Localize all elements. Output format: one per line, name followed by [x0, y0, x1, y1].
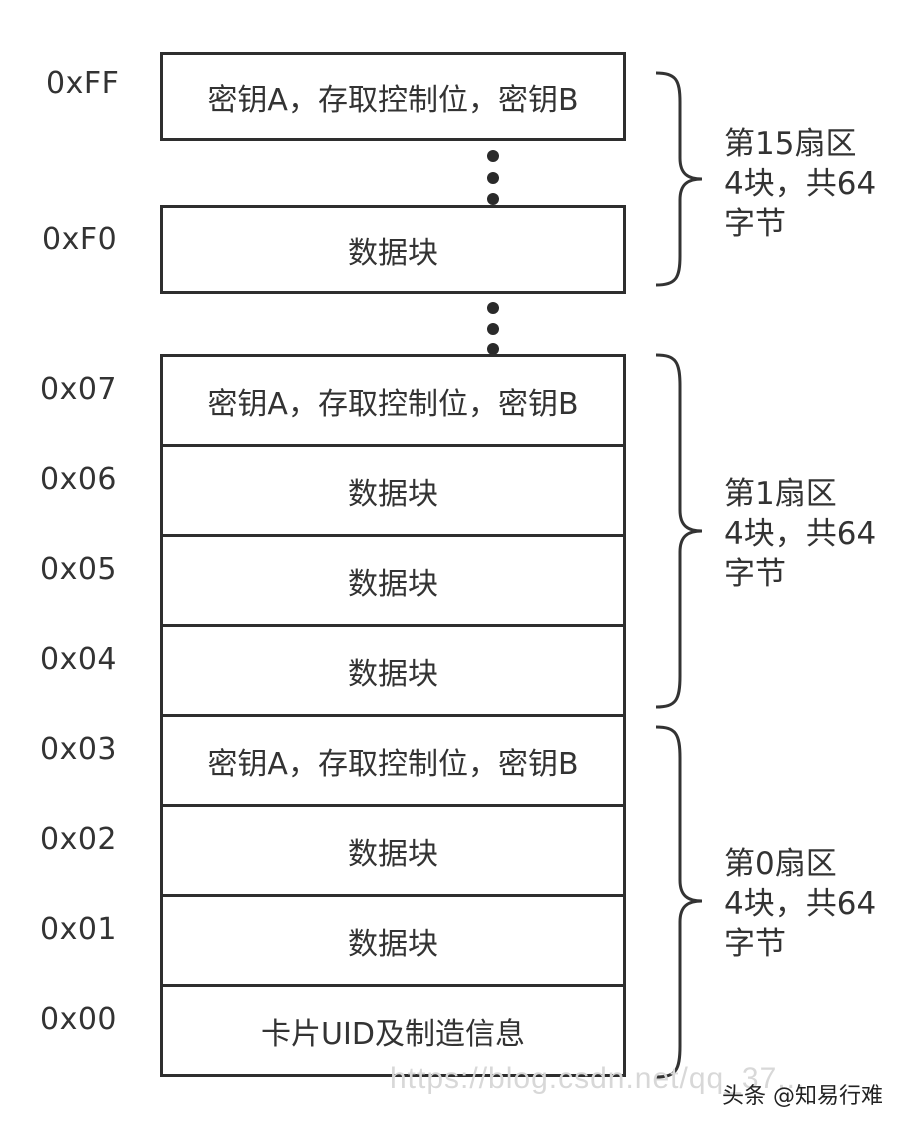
sector-unit: 字节 [724, 556, 786, 592]
block-0x03-trailer: 密钥A，存取控制位，密钥B [163, 717, 623, 807]
block-0x04-data: 数据块 [163, 627, 623, 717]
block-label: 数据块 [348, 836, 438, 872]
address-0xff: 0xFF [46, 66, 120, 101]
block-label: 密钥A，存取控制位，密钥B [207, 82, 579, 118]
sector-0-label: 第0扇区 4块，共64 字节 [724, 844, 876, 964]
sector-title: 第15扇区 [724, 126, 857, 162]
sector-unit: 字节 [724, 926, 786, 962]
block-0x06-data: 数据块 [163, 447, 623, 537]
sector-15-label: 第15扇区 4块，共64 字节 [724, 124, 876, 244]
block-0xf0-data: 数据块 [160, 205, 626, 294]
block-0x02-data: 数据块 [163, 807, 623, 897]
brace-sector-15 [655, 71, 703, 287]
brace-sector-0 [655, 725, 703, 1079]
block-label: 数据块 [348, 235, 438, 271]
address-0xf0: 0xF0 [42, 222, 118, 257]
block-label: 数据块 [348, 656, 438, 692]
address-0x00: 0x00 [40, 1002, 118, 1037]
address-0x07: 0x07 [40, 372, 118, 407]
address-0x03: 0x03 [40, 732, 118, 767]
block-label: 数据块 [348, 476, 438, 512]
block-label: 数据块 [348, 566, 438, 602]
sector-title: 第1扇区 [724, 476, 837, 512]
address-0x05: 0x05 [40, 552, 118, 587]
sector-0-1-block-stack: 密钥A，存取控制位，密钥B 数据块 数据块 数据块 密钥A，存取控制位，密钥B … [160, 354, 626, 1077]
source-credit: 头条 @知易行难 [722, 1084, 883, 1109]
address-0x04: 0x04 [40, 642, 118, 677]
url-watermark: https://blog.csdn.net/qq_37... [390, 1062, 806, 1095]
sector-size: 4块，共64 [724, 166, 877, 202]
sector-unit: 字节 [724, 206, 786, 242]
block-label: 密钥A，存取控制位，密钥B [207, 386, 579, 422]
sector-size: 4块，共64 [724, 886, 877, 922]
block-0x01-data: 数据块 [163, 897, 623, 987]
block-label: 密钥A，存取控制位，密钥B [207, 746, 579, 782]
sector-size: 4块，共64 [724, 516, 877, 552]
block-0xff-trailer: 密钥A，存取控制位，密钥B [160, 52, 626, 141]
block-0x00-manufacturer: 卡片UID及制造信息 [163, 987, 623, 1074]
block-label: 卡片UID及制造信息 [261, 1016, 525, 1052]
address-0x06: 0x06 [40, 462, 118, 497]
block-0x05-data: 数据块 [163, 537, 623, 627]
address-0x01: 0x01 [40, 912, 118, 947]
block-0x07-trailer: 密钥A，存取控制位，密钥B [163, 357, 623, 447]
sector-title: 第0扇区 [724, 846, 837, 882]
address-0x02: 0x02 [40, 822, 118, 857]
sector-1-label: 第1扇区 4块，共64 字节 [724, 474, 876, 594]
block-label: 数据块 [348, 926, 438, 962]
brace-sector-1 [655, 353, 703, 709]
